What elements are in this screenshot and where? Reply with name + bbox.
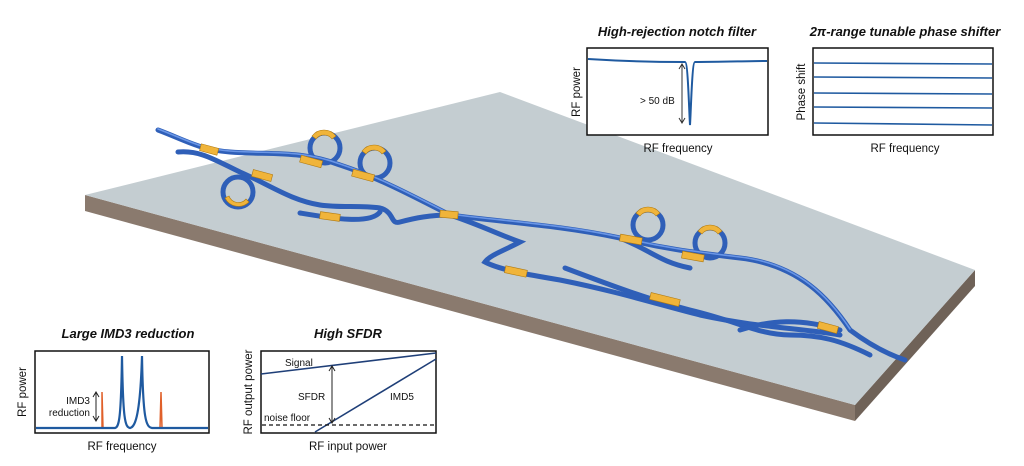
signal-label: Signal [285, 358, 313, 369]
phase-trace [813, 106, 993, 109]
imd3-trace [36, 355, 208, 430]
phase-trace [813, 62, 993, 65]
imd3-label-line1: IMD3 [66, 396, 90, 407]
sfdr-label: SFDR [298, 392, 325, 403]
phase-trace [813, 122, 993, 126]
signal-line [260, 352, 437, 375]
photonic-chip [85, 92, 975, 421]
waveguide-circuit [155, 127, 908, 363]
notch-xlabel: RF frequency [643, 143, 712, 155]
rejection-label: > 50 dB [640, 96, 675, 107]
sfdr-xlabel: RF input power [309, 441, 387, 453]
noise-floor-label: noise floor [264, 413, 311, 424]
imd3-inset: Large IMD3 reduction IMD3 reduction RF f… [17, 326, 210, 453]
notch-filter-inset: High-rejection notch filter > 50 dB RF f… [571, 24, 769, 155]
imd3-title: Large IMD3 reduction [62, 326, 195, 341]
chip-right-side [855, 270, 975, 421]
phase-trace [813, 76, 993, 79]
imd3-label-line2: reduction [49, 408, 90, 419]
chip-front-side [85, 195, 855, 421]
notch-title: High-rejection notch filter [598, 24, 757, 39]
phase-ylabel: Phase shift [796, 63, 808, 121]
notch-trace [587, 58, 768, 126]
sfdr-inset: High SFDR Signal SFDR IMD5 noise floor R… [243, 326, 437, 453]
imd3-xlabel: RF frequency [87, 441, 156, 453]
imd3-original-peaks [101, 391, 163, 429]
sfdr-title: High SFDR [314, 326, 382, 341]
notch-ylabel: RF power [571, 67, 583, 117]
imd5-label: IMD5 [390, 392, 414, 403]
chip-top-surface [85, 92, 975, 405]
phase-trace [813, 92, 993, 95]
imd3-ylabel: RF power [17, 367, 29, 417]
phase-xlabel: RF frequency [870, 143, 939, 155]
phase-title: 2π-range tunable phase shifter [809, 24, 1002, 39]
phase-shifter-inset: 2π-range tunable phase shifter RF freque… [796, 24, 1001, 155]
imd5-line [314, 358, 437, 433]
sfdr-ylabel: RF output power [243, 349, 255, 434]
